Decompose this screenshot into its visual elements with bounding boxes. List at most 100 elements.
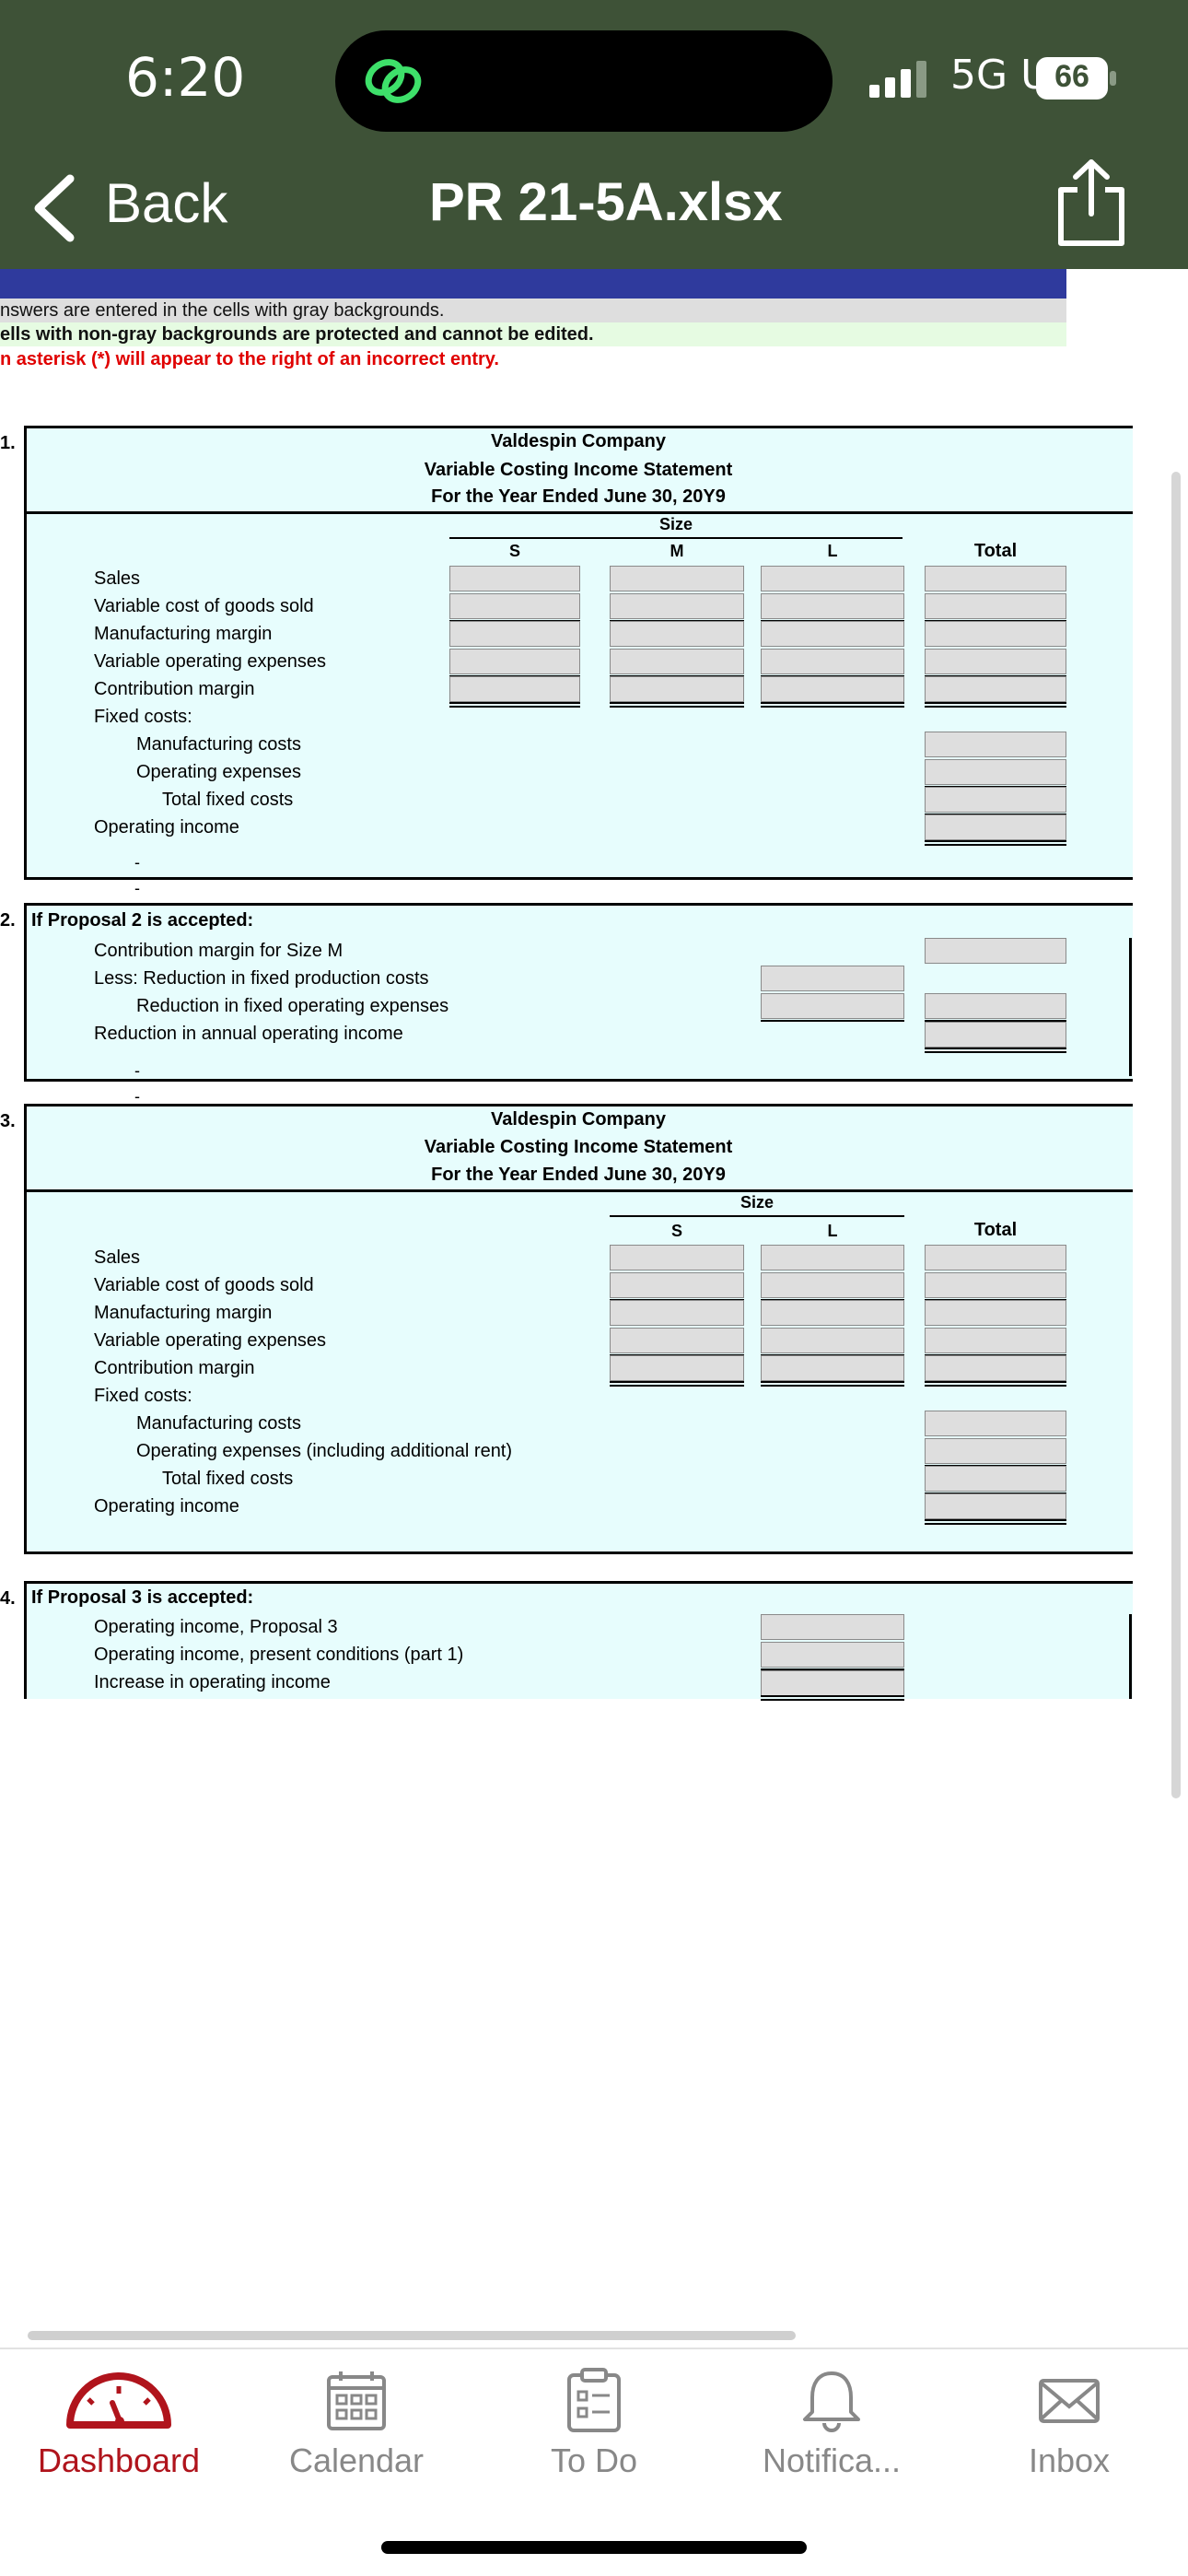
- vertical-scrollbar[interactable]: [1171, 472, 1181, 1798]
- col-header-m: M: [670, 542, 684, 560]
- info-protected-cells: ells with non-gray backgrounds are prote…: [0, 322, 1066, 346]
- tab-notifications[interactable]: Notifica...: [713, 2359, 950, 2488]
- input-cell[interactable]: [610, 1328, 744, 1353]
- tab-label: To Do: [550, 2441, 638, 2479]
- info-asterisk: n asterisk (*) will appear to the right …: [0, 347, 1066, 371]
- dashboard-icon: [66, 2372, 171, 2429]
- row-label-manufacturing-margin: Manufacturing margin: [94, 1303, 273, 1323]
- input-cell[interactable]: [925, 759, 1066, 785]
- tab-dashboard[interactable]: Dashboard: [0, 2359, 238, 2488]
- subtotal-rule: [761, 1669, 904, 1670]
- input-cell[interactable]: [761, 593, 904, 619]
- todo-icon: [567, 2368, 621, 2432]
- input-cell[interactable]: [925, 676, 1066, 702]
- proposal-3-panel: [24, 1581, 1133, 1699]
- row-label-operating-income: Operating income: [94, 1496, 239, 1516]
- input-cell[interactable]: [925, 593, 1066, 619]
- back-chevron-icon[interactable]: [31, 173, 77, 243]
- input-cell[interactable]: [761, 1670, 904, 1696]
- col-header-l: L: [827, 542, 838, 560]
- input-cell[interactable]: [761, 966, 904, 991]
- inbox-icon: [1039, 2379, 1100, 2423]
- input-cell[interactable]: [610, 1355, 744, 1381]
- input-cell[interactable]: [761, 621, 904, 647]
- input-cell[interactable]: [925, 1272, 1066, 1298]
- input-cell[interactable]: [761, 1355, 904, 1381]
- input-cell[interactable]: [925, 938, 1066, 964]
- input-cell[interactable]: [610, 1245, 744, 1270]
- input-cell[interactable]: [761, 1642, 904, 1668]
- row-label-fixed-opex: Operating expenses: [136, 762, 302, 782]
- input-cell[interactable]: [925, 1411, 1066, 1436]
- input-cell[interactable]: [610, 649, 744, 674]
- input-cell[interactable]: [761, 1300, 904, 1326]
- input-cell[interactable]: [761, 676, 904, 702]
- input-cell[interactable]: [925, 1355, 1066, 1381]
- size-header: Size: [658, 515, 693, 533]
- total-double-rule: [925, 702, 1066, 708]
- home-indicator: [381, 2541, 807, 2554]
- input-cell[interactable]: [925, 1022, 1066, 1048]
- input-cell[interactable]: [925, 993, 1066, 1019]
- input-cell[interactable]: [925, 1245, 1066, 1270]
- input-cell[interactable]: [449, 593, 580, 619]
- input-cell[interactable]: [925, 814, 1066, 840]
- dash-mark: -: [134, 1061, 140, 1080]
- input-cell[interactable]: [610, 593, 744, 619]
- back-button[interactable]: Back: [105, 172, 228, 234]
- row-label-reduction-operating-income: Reduction in annual operating income: [94, 1024, 403, 1044]
- row-label-manufacturing-margin: Manufacturing margin: [94, 624, 273, 644]
- col-header-total: Total: [973, 1220, 1018, 1240]
- row-label-fixed-manufacturing: Manufacturing costs: [136, 1413, 301, 1434]
- input-cell[interactable]: [761, 649, 904, 674]
- share-icon[interactable]: [1052, 157, 1131, 249]
- part-number: 4.: [0, 1588, 16, 1609]
- tab-todo[interactable]: To Do: [475, 2359, 713, 2488]
- row-label-operating-income-present: Operating income, present conditions (pa…: [94, 1645, 464, 1665]
- input-cell[interactable]: [925, 649, 1066, 674]
- input-cell[interactable]: [761, 1328, 904, 1353]
- input-cell[interactable]: [761, 993, 904, 1019]
- input-cell[interactable]: [761, 1245, 904, 1270]
- input-cell[interactable]: [925, 566, 1066, 591]
- tab-calendar[interactable]: Calendar: [238, 2359, 475, 2488]
- panel-edge: [1129, 938, 1132, 1076]
- input-cell[interactable]: [761, 1272, 904, 1298]
- row-label-reduction-fixed-production: Less: Reduction in fixed production cost…: [94, 968, 429, 989]
- tab-label: Dashboard: [37, 2441, 201, 2479]
- input-cell[interactable]: [449, 566, 580, 591]
- input-cell[interactable]: [925, 1493, 1066, 1519]
- input-cell[interactable]: [925, 1328, 1066, 1353]
- input-cell[interactable]: [449, 649, 580, 674]
- size-underline: [610, 1215, 904, 1217]
- input-cell[interactable]: [610, 621, 744, 647]
- input-cell[interactable]: [449, 676, 580, 702]
- total-double-rule: [925, 1048, 1066, 1053]
- row-label-variable-opex: Variable operating expenses: [94, 651, 327, 672]
- input-cell[interactable]: [449, 621, 580, 647]
- statement-period: For the Year Ended June 30, 20Y9: [431, 486, 726, 507]
- total-double-rule: [449, 702, 580, 708]
- row-label-variable-opex: Variable operating expenses: [94, 1330, 327, 1351]
- input-cell[interactable]: [925, 1300, 1066, 1326]
- tab-label: Inbox: [1028, 2441, 1111, 2479]
- input-cell[interactable]: [925, 621, 1066, 647]
- input-cell[interactable]: [925, 1438, 1066, 1464]
- battery-level: 66: [1054, 59, 1089, 94]
- input-cell[interactable]: [610, 676, 744, 702]
- tab-inbox[interactable]: Inbox: [950, 2359, 1188, 2488]
- row-label-sales: Sales: [94, 1247, 141, 1268]
- horizontal-scrollbar[interactable]: [28, 2331, 796, 2340]
- input-cell[interactable]: [610, 1300, 744, 1326]
- input-cell[interactable]: [610, 566, 744, 591]
- input-cell[interactable]: [761, 566, 904, 591]
- statement-header-panel: [24, 1104, 1133, 1192]
- input-cell[interactable]: [610, 1272, 744, 1298]
- input-cell[interactable]: [925, 1466, 1066, 1492]
- input-cell[interactable]: [761, 1614, 904, 1640]
- statement-period: For the Year Ended June 30, 20Y9: [431, 1165, 726, 1185]
- total-double-rule: [761, 1695, 904, 1701]
- row-label-total-fixed: Total fixed costs: [162, 1469, 294, 1489]
- input-cell[interactable]: [925, 732, 1066, 757]
- input-cell[interactable]: [925, 787, 1066, 813]
